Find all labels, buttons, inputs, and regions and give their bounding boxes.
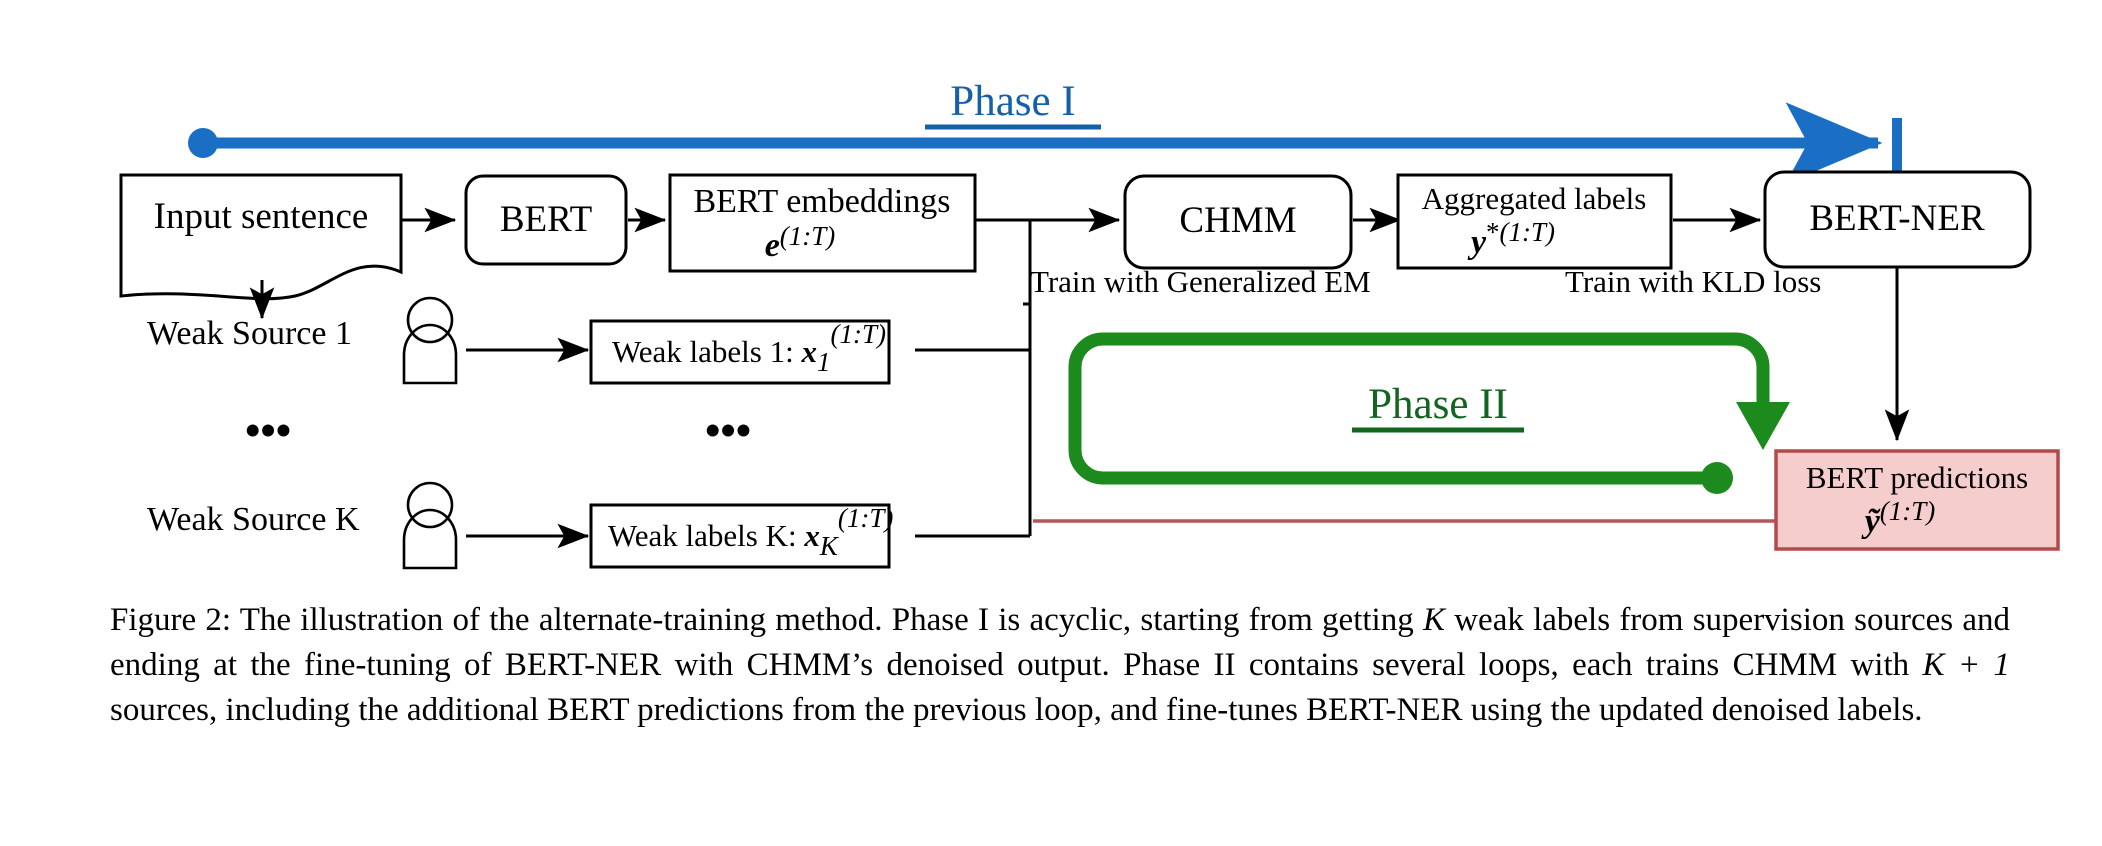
node-bert-predictions[interactable]: BERT predictions ỹ(1:T)	[1774, 449, 2060, 551]
figure-caption: Figure 2: The illustration of the altern…	[110, 598, 2010, 733]
weak-labels-k-label: Weak labels K: xK(1:T)	[608, 503, 893, 561]
bert-predictions-symbol: ỹ(1:T)	[1861, 496, 1936, 540]
phase-2-loop-path	[1068, 332, 1770, 485]
phase-2-label: Phase II	[1368, 381, 1508, 428]
chmm-box	[1123, 174, 1353, 270]
node-aggregated-labels[interactable]: Aggregated labels y*(1:T)	[1396, 173, 1673, 270]
node-bert-embeddings[interactable]: BERT embeddings e(1:T)	[668, 173, 977, 273]
node-chmm[interactable]: CHMM	[1123, 174, 1353, 270]
weak-source-1-label: Weak Source 1	[147, 315, 352, 352]
caption-k-1: K	[1422, 602, 1445, 638]
input-sentence-label: Input sentence	[154, 196, 369, 237]
node-bert-ner[interactable]: BERT-NER	[1763, 170, 2032, 269]
bert-ner-label: BERT-NER	[1809, 198, 1985, 239]
node-weak-source-1[interactable]: Weak Source 1	[147, 296, 458, 385]
phase-1-arrow-group	[188, 102, 1902, 184]
label-kld-loss: Train with KLD loss	[1565, 264, 1821, 299]
aggregated-labels-label: Aggregated labels	[1422, 181, 1647, 216]
person-icon	[402, 481, 458, 570]
weak-labels-1-box	[589, 319, 891, 385]
node-weak-source-k[interactable]: Weak Source K	[147, 481, 458, 570]
aggregated-labels-box	[1396, 173, 1673, 270]
ellipsis-sources: •••	[245, 406, 291, 455]
input-sentence-shape	[119, 173, 403, 301]
label-generalized-em: Train with Generalized EM	[1030, 264, 1371, 299]
weak-labels-k-box	[589, 503, 891, 569]
caption-part-1: Figure 2: The illustration of the altern…	[110, 602, 1423, 638]
node-bert[interactable]: BERT	[464, 174, 628, 266]
weak-labels-1-label: Weak labels 1: x1(1:T)	[612, 319, 886, 377]
bert-predictions-box	[1774, 449, 2060, 551]
chmm-label: CHMM	[1179, 200, 1296, 241]
caption-part-3: sources, including the additional BERT p…	[110, 692, 1923, 728]
node-input-sentence[interactable]: Input sentence	[119, 173, 403, 301]
bert-box	[464, 174, 628, 266]
phase-2-arrow-group	[1068, 332, 1790, 494]
node-weak-labels-1[interactable]: Weak labels 1: x1(1:T)	[589, 319, 891, 385]
node-weak-labels-k[interactable]: Weak labels K: xK(1:T)	[589, 503, 893, 569]
bert-embeddings-label: BERT embeddings	[693, 183, 950, 220]
ellipsis-labels: •••	[705, 406, 751, 455]
phase-2-arrowhead	[1736, 402, 1790, 450]
caption-k-2: K + 1	[1922, 647, 2011, 683]
phase-1-start-dot	[188, 128, 218, 158]
bert-label: BERT	[500, 199, 592, 240]
bert-embeddings-symbol: e(1:T)	[765, 221, 836, 264]
phase-1-label: Phase I	[950, 78, 1075, 125]
phase-2-start-dot	[1701, 462, 1733, 494]
aggregated-labels-symbol: y*(1:T)	[1467, 217, 1555, 261]
person-icon	[402, 296, 458, 385]
bert-embeddings-box	[668, 173, 977, 273]
bert-predictions-label: BERT predictions	[1806, 460, 2028, 495]
weak-source-k-label: Weak Source K	[147, 501, 360, 538]
edge-bus-group	[915, 207, 1121, 538]
bert-ner-box	[1763, 170, 2032, 269]
caption-part-2: weak labels from supervision sources and…	[110, 602, 2010, 683]
